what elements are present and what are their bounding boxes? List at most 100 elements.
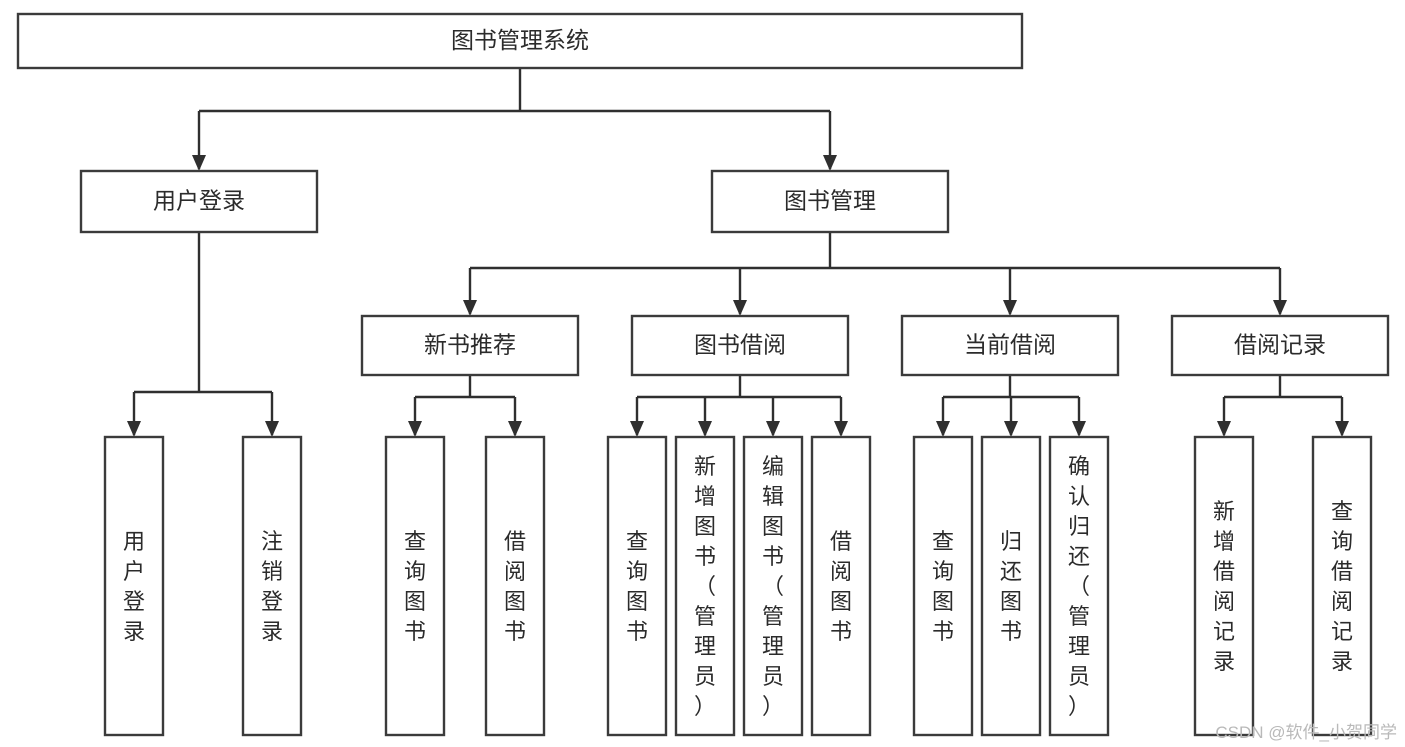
node-label-char-leaf-query-book-recommend-0: 查 [404, 529, 426, 554]
arrow-head [1217, 421, 1231, 437]
node-label-char-leaf-query-book-borrow-0: 查 [626, 529, 648, 554]
node-label-char-leaf-edit-book-admin-3: 书 [762, 544, 784, 569]
node-new-book-recommend[interactable]: 新书推荐 [360, 314, 580, 377]
node-current-borrow[interactable]: 当前借阅 [900, 314, 1120, 377]
node-label-char-leaf-add-book-admin-3: 书 [694, 544, 716, 569]
node-label-char-leaf-query-book-recommend-1: 询 [404, 559, 426, 584]
node-label-char-leaf-return-book-0: 归 [1000, 529, 1022, 554]
node-label-char-leaf-add-borrow-record-4: 记 [1213, 619, 1235, 644]
node-book-borrow[interactable]: 图书借阅 [630, 314, 850, 377]
arrow-head [834, 421, 848, 437]
node-label-char-leaf-add-book-admin-5: 管 [694, 604, 716, 629]
node-label-char-leaf-query-book-current-1: 询 [932, 559, 954, 584]
node-label-char-leaf-borrow-book-3: 书 [830, 619, 852, 644]
node-label-char-leaf-confirm-return-admin-5: 管 [1068, 604, 1090, 629]
arrow-head [733, 300, 747, 316]
node-label-char-leaf-add-book-admin-6: 理 [694, 634, 716, 659]
node-label-char-leaf-borrow-book-0: 借 [830, 529, 852, 554]
node-label-char-leaf-return-book-2: 图 [1000, 589, 1022, 614]
node-box-book-borrow [630, 314, 850, 377]
node-root[interactable]: 图书管理系统 [16, 12, 1024, 70]
node-label-char-leaf-logout-login-1: 销 [261, 559, 283, 584]
node-label-char-leaf-edit-book-admin-2: 图 [762, 514, 784, 539]
node-label-char-leaf-logout-login-0: 注 [261, 529, 283, 554]
node-label-user-login: 用户登录 [153, 188, 245, 214]
node-box-user-login [79, 169, 319, 234]
node-label-char-leaf-edit-book-admin-0: 编 [762, 454, 784, 479]
node-label-char-leaf-query-book-current-3: 书 [932, 619, 954, 644]
node-label-char-leaf-add-book-admin-0: 新 [694, 454, 716, 479]
node-label-char-leaf-edit-book-admin-4: （ [762, 574, 784, 599]
node-label-char-leaf-add-book-admin-7: 员 [694, 664, 716, 689]
node-book-management[interactable]: 图书管理 [710, 169, 950, 234]
node-box-leaf-borrow-book [810, 435, 872, 737]
node-box-leaf-add-book-admin [674, 435, 736, 737]
node-label-char-leaf-borrow-book-recommend-3: 书 [504, 619, 526, 644]
node-box-leaf-confirm-return-admin [1048, 435, 1110, 737]
connectors-layer [127, 68, 1349, 437]
node-label-char-leaf-edit-book-admin-6: 理 [762, 634, 784, 659]
node-label-char-leaf-return-book-1: 还 [1000, 559, 1022, 584]
node-label-char-leaf-query-book-borrow-1: 询 [626, 559, 648, 584]
node-borrow-record[interactable]: 借阅记录 [1170, 314, 1390, 377]
nodes-layer: 图书管理系统用户登录图书管理新书推荐图书借阅当前借阅借阅记录用户登录注销登录查询… [16, 12, 1390, 737]
arrow-head [1273, 300, 1287, 316]
node-label-char-leaf-edit-book-admin-5: 管 [762, 604, 784, 629]
node-label-char-leaf-user-login-0: 用 [123, 529, 145, 554]
node-label-char-leaf-borrow-book-recommend-1: 阅 [504, 559, 526, 584]
node-user-login[interactable]: 用户登录 [79, 169, 319, 234]
connector-group-borrow-record [1217, 375, 1349, 437]
node-box-leaf-return-book [980, 435, 1042, 737]
arrow-head [1335, 421, 1349, 437]
node-label-book-management: 图书管理 [784, 188, 876, 214]
arrow-head [1072, 421, 1086, 437]
node-leaf-user-login[interactable]: 用户登录 [103, 435, 165, 737]
connector-group-new-book-recommend [408, 375, 522, 437]
node-box-leaf-query-book-current [912, 435, 974, 737]
node-label-char-leaf-add-borrow-record-2: 借 [1213, 559, 1235, 584]
node-box-current-borrow [900, 314, 1120, 377]
node-label-char-leaf-confirm-return-admin-1: 认 [1068, 484, 1090, 509]
arrow-head [766, 421, 780, 437]
node-label-char-leaf-borrow-book-recommend-0: 借 [504, 529, 526, 554]
arrow-head [823, 155, 837, 171]
node-label-char-leaf-edit-book-admin-1: 辑 [762, 484, 784, 509]
node-label-char-leaf-user-login-2: 登 [123, 589, 145, 614]
node-label-char-leaf-logout-login-3: 录 [261, 619, 283, 644]
node-label-char-leaf-query-book-recommend-3: 书 [404, 619, 426, 644]
node-label-char-leaf-add-borrow-record-5: 录 [1213, 649, 1235, 674]
node-label-char-leaf-return-book-3: 书 [1000, 619, 1022, 644]
node-box-leaf-query-book-recommend [384, 435, 446, 737]
node-label-book-borrow: 图书借阅 [694, 332, 786, 358]
node-label-char-leaf-query-borrow-record-1: 询 [1331, 529, 1353, 554]
node-label-char-leaf-add-book-admin-2: 图 [694, 514, 716, 539]
node-box-borrow-record [1170, 314, 1390, 377]
node-label-char-leaf-confirm-return-admin-4: （ [1068, 574, 1090, 599]
node-label-char-leaf-query-borrow-record-2: 借 [1331, 559, 1353, 584]
node-label-char-leaf-query-borrow-record-0: 查 [1331, 499, 1353, 524]
node-label-borrow-record: 借阅记录 [1234, 332, 1326, 358]
node-label-char-leaf-confirm-return-admin-3: 还 [1068, 544, 1090, 569]
arrow-head [508, 421, 522, 437]
node-label-char-leaf-add-borrow-record-1: 增 [1213, 529, 1235, 554]
node-box-leaf-borrow-book-recommend [484, 435, 546, 737]
node-label-char-leaf-add-borrow-record-3: 阅 [1213, 589, 1235, 614]
arrow-head [463, 300, 477, 316]
node-label-char-leaf-edit-book-admin-8: ） [762, 694, 784, 719]
arrow-head [127, 421, 141, 437]
node-label-char-leaf-add-book-admin-1: 增 [694, 484, 716, 509]
node-label-char-leaf-query-book-current-2: 图 [932, 589, 954, 614]
